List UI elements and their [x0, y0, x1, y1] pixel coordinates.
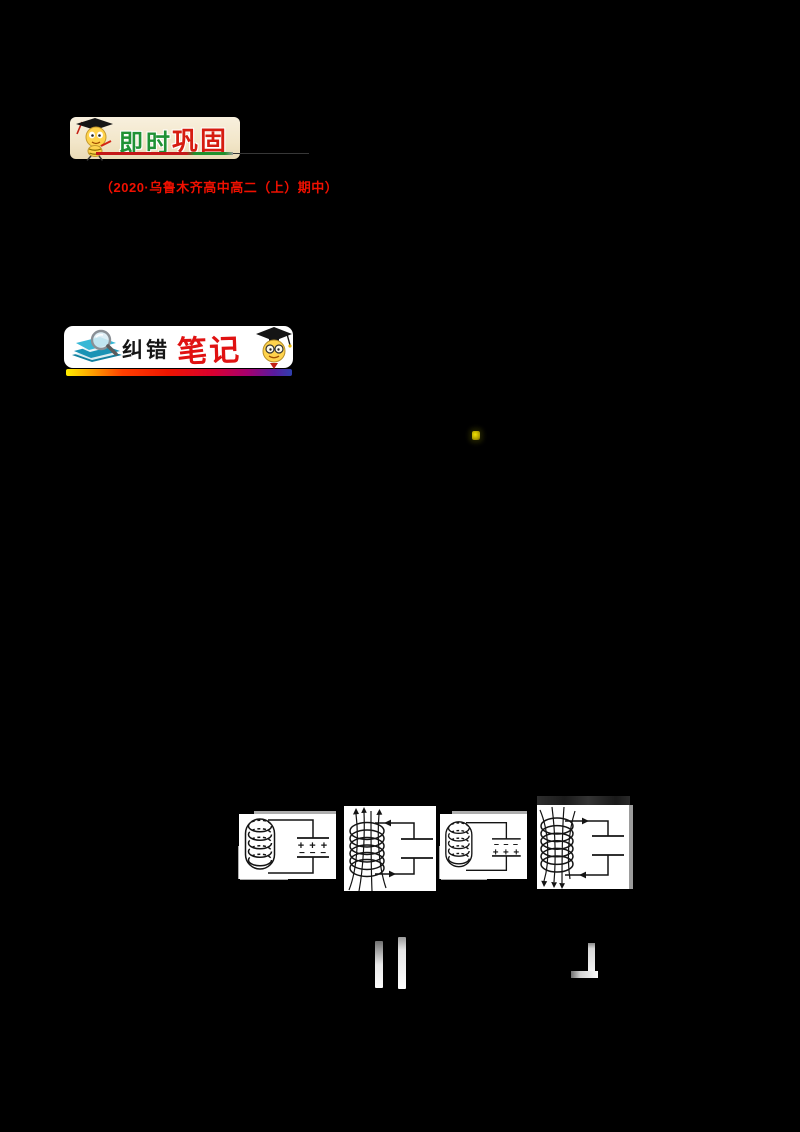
capacitor-plus-charges: + + + [298, 840, 328, 852]
current-arrow-right [582, 817, 589, 825]
instant-logo-underline [96, 152, 233, 155]
current-arrow-left [579, 871, 586, 879]
capacitor-minus-charges: − − − [494, 839, 519, 849]
panel3-shadow-top [452, 811, 527, 815]
capacitor-plus-charges: + + + [493, 847, 520, 858]
white-residual-corner-horizontal [571, 971, 598, 978]
capacitor-minus-charges: − − − [299, 848, 327, 859]
yellow-highlight-dot [472, 431, 480, 440]
circuit-option-1: + + + − − − [239, 814, 336, 879]
notes-logo-rainbow-bar [66, 369, 292, 376]
white-residual-bar-right [398, 937, 406, 989]
current-arrow-left [384, 819, 391, 827]
circuit-option-4 [537, 805, 629, 889]
exam-source-line: （2020·乌鲁木齐高中高二（上）期中） [100, 180, 339, 195]
panel1-shadow-top [254, 811, 336, 815]
panel4-dark-band [537, 796, 630, 805]
circuit-option-3-drawing: − − − + + + [445, 821, 521, 871]
instant-logo-title-red: 巩固 [172, 127, 229, 156]
field-arrowheads-up [353, 807, 383, 815]
current-arrow-right [389, 870, 396, 878]
instant-logo-underline-extension [233, 153, 309, 154]
field-arrowheads-down [541, 880, 565, 889]
circuit-option-3: − − − + + + [440, 814, 527, 879]
panel4-shadow-right [629, 805, 633, 889]
circuit-option-4-drawing [539, 806, 624, 889]
books-magnifier-icon [72, 329, 122, 362]
circuit-option-1-drawing: + + + − − − [244, 818, 329, 874]
field-lines-down [539, 806, 576, 884]
notes-logo-title-red: 笔记 [176, 333, 242, 370]
white-residual-bar-left [375, 941, 383, 988]
circuit-option-2 [344, 806, 436, 891]
circuit-option-2-drawing [348, 807, 433, 891]
graduate-smiley-mascot-icon [256, 327, 292, 369]
notes-logo-title-black: 纠错 [122, 338, 170, 362]
field-lines-up [348, 810, 387, 891]
white-residual-corner-vertical [588, 943, 595, 974]
